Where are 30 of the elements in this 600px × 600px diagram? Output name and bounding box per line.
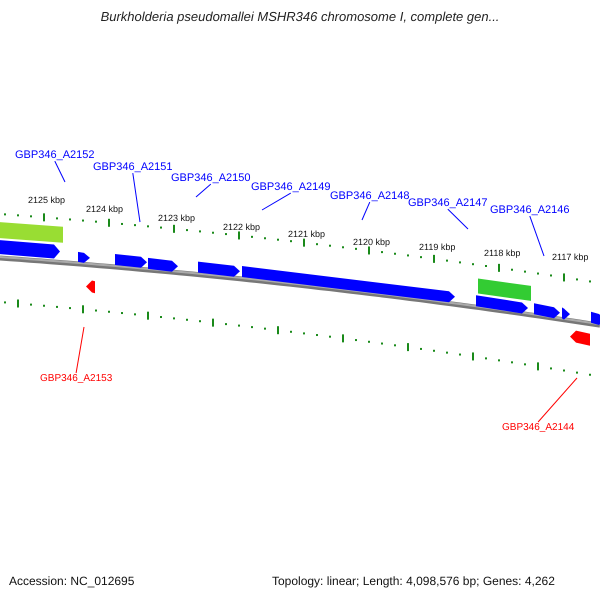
gene-label: GBP346_A2148 xyxy=(330,190,410,202)
scale-label: 2123 kbp xyxy=(158,214,196,224)
footer-text: Topology: linear; Length: 4,098,576 bp; Genes: 4,262 xyxy=(272,575,555,588)
gene-label: GBP346_A2150 xyxy=(171,172,251,184)
leader-line xyxy=(196,184,212,198)
leader-line xyxy=(447,208,468,230)
scale-label: 2117 kbp xyxy=(552,253,588,263)
scale-label: 2125 kbp xyxy=(28,196,66,206)
scale-label: 2118 kbp xyxy=(484,249,520,259)
leader-line xyxy=(262,192,292,210)
scale-label: 2122 kbp xyxy=(223,223,260,233)
leader-line xyxy=(362,202,370,220)
leader-line xyxy=(529,216,544,256)
scale-label: 2119 kbp xyxy=(419,243,456,253)
title: Burkholderia pseudomallei MSHR346 chromosome I, complete gen... xyxy=(100,10,500,24)
leader-line xyxy=(538,378,578,422)
scale-label: 2121 kbp xyxy=(288,230,326,240)
footer-text: Accession: NC_012695 xyxy=(9,575,134,588)
gene-label: GBP346_A2149 xyxy=(251,181,331,194)
leader-line xyxy=(54,160,66,182)
leader-line xyxy=(132,172,140,222)
gene-label: GBP346_A2152 xyxy=(15,149,95,162)
gene-label: GBP346_A2144 xyxy=(502,422,574,433)
gene-label: GBP346_A2147 xyxy=(408,197,488,210)
gene-label: GBP346_A2151 xyxy=(93,161,173,174)
gene-label: GBP346_A2153 xyxy=(40,373,112,384)
gene-label: GBP346_A2146 xyxy=(490,204,570,216)
scale-label: 2124 kbp xyxy=(86,205,124,215)
leader-line xyxy=(76,326,84,374)
scale-label: 2120 kbp xyxy=(353,238,390,248)
